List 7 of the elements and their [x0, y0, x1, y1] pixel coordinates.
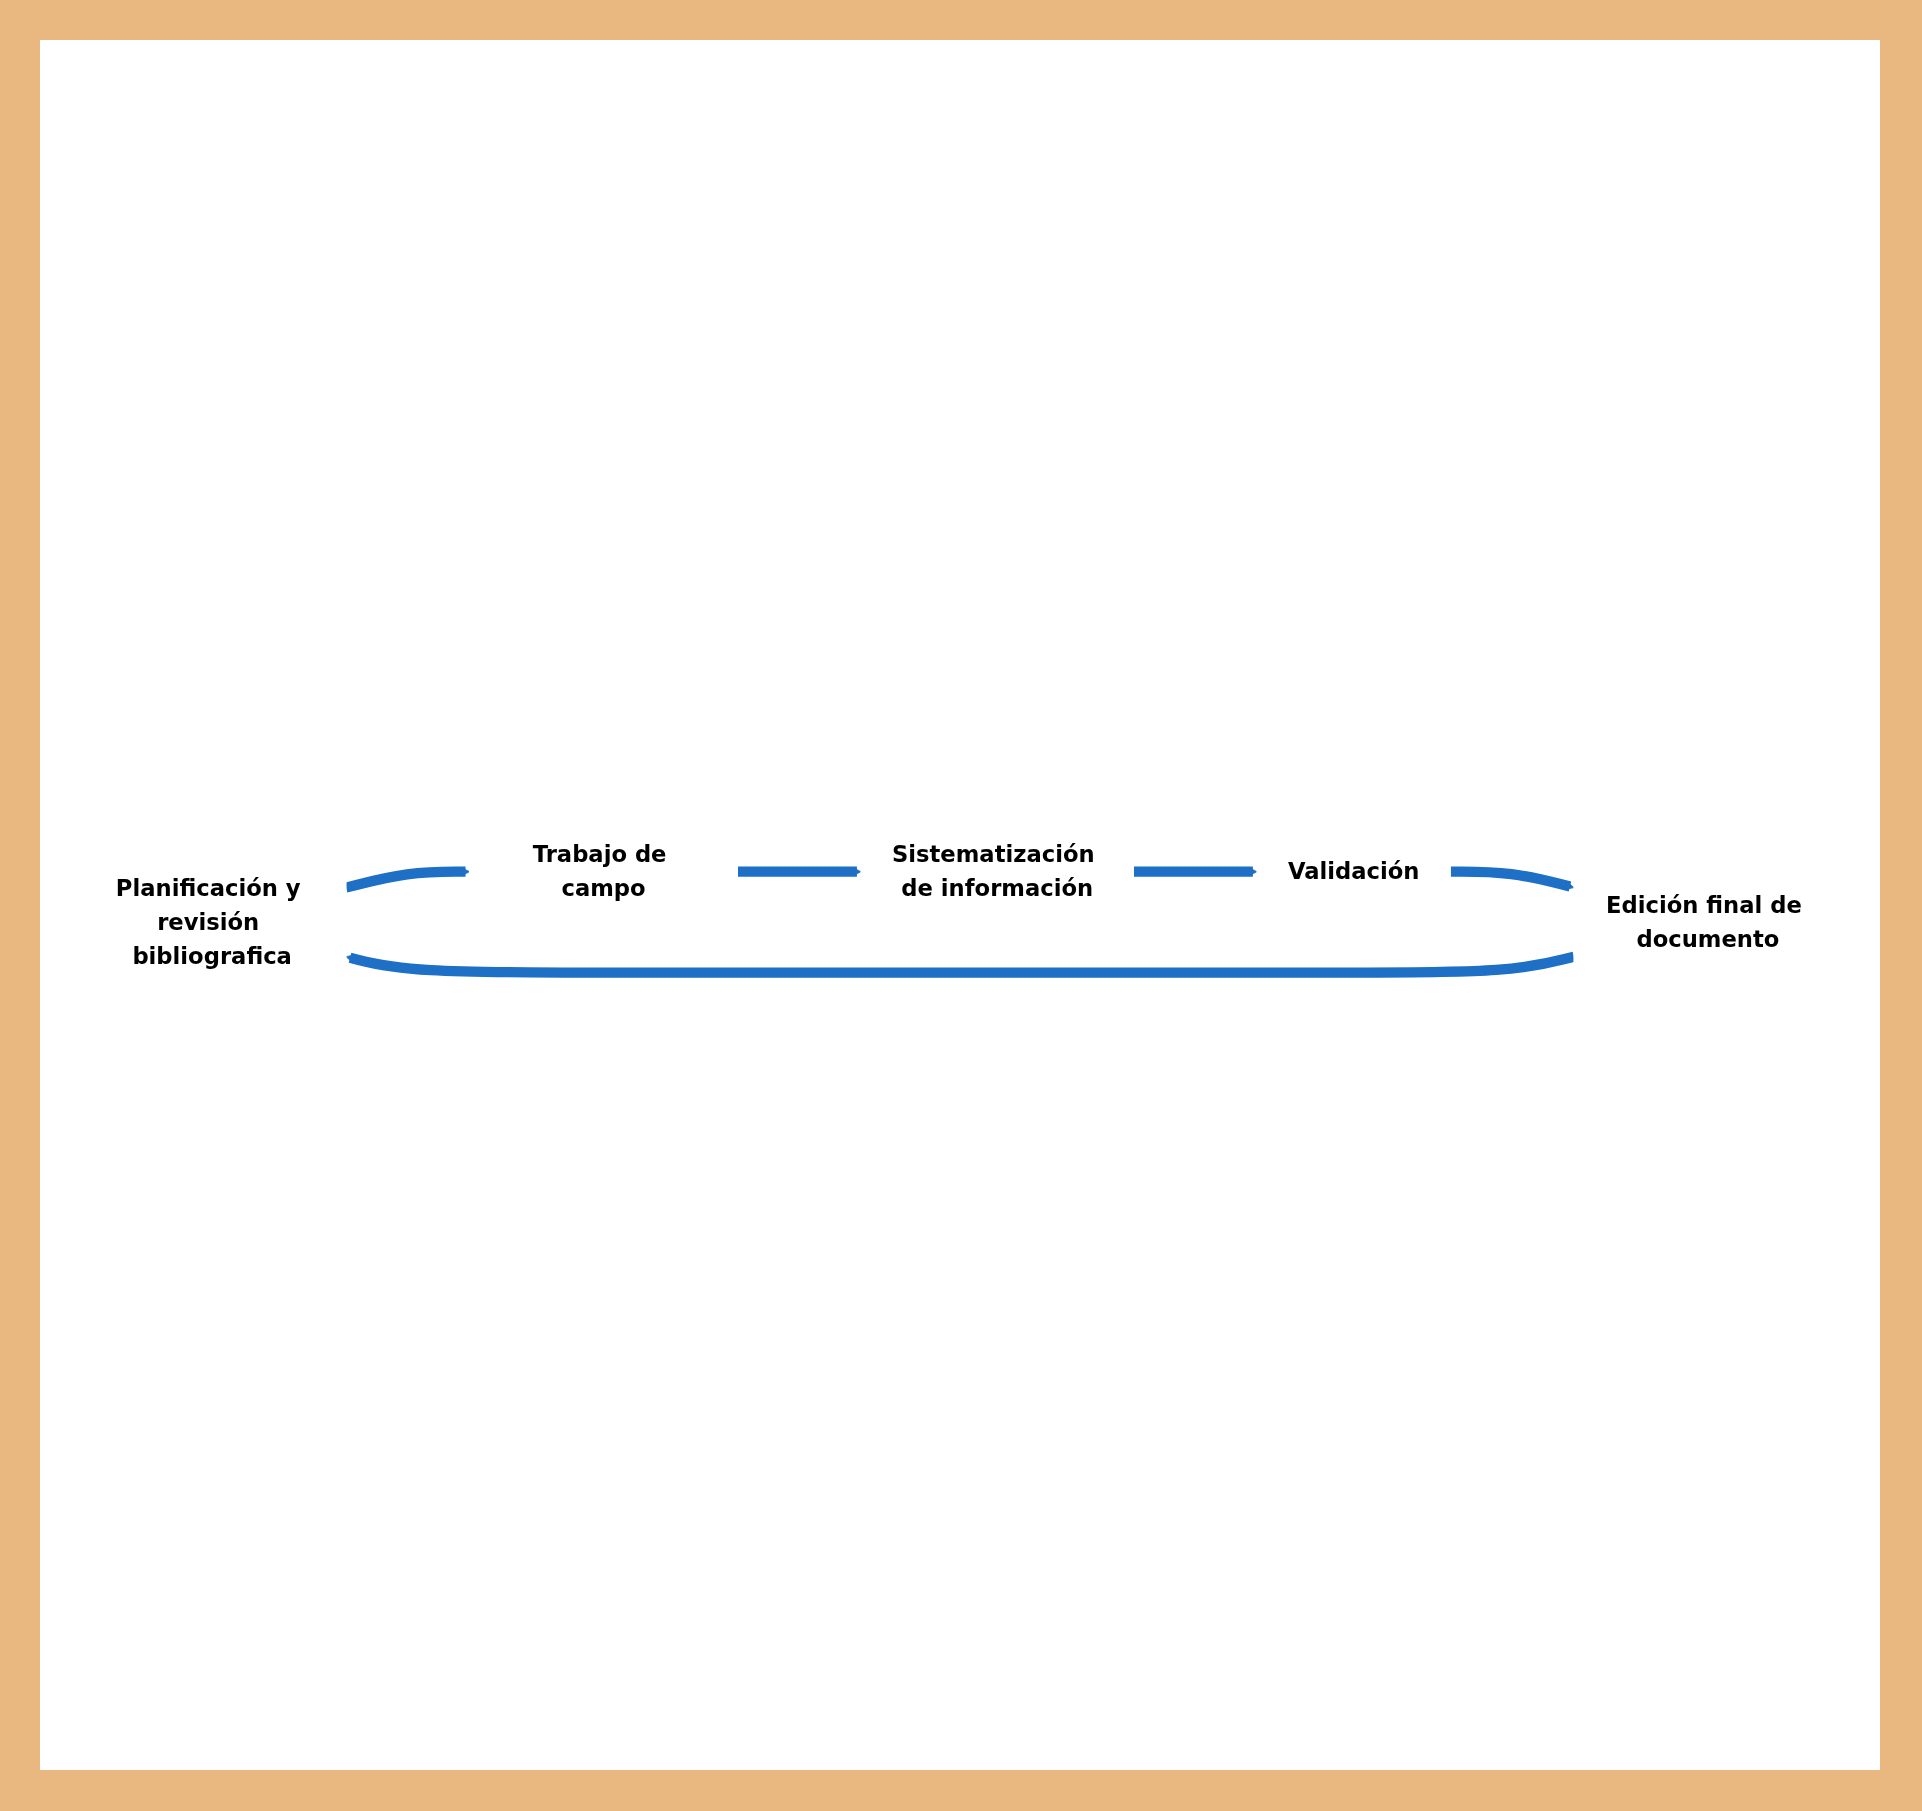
node-text: Planificación y revisión bibliografica	[115, 874, 301, 969]
node-text: Sistematización de información	[891, 841, 1095, 902]
arrow	[1133, 866, 1258, 877]
node-text: Validación	[1287, 858, 1420, 885]
node-text: Trabajo de campo	[532, 841, 667, 902]
arrow	[737, 866, 862, 877]
node-text: Edición final de documento	[1606, 891, 1802, 952]
